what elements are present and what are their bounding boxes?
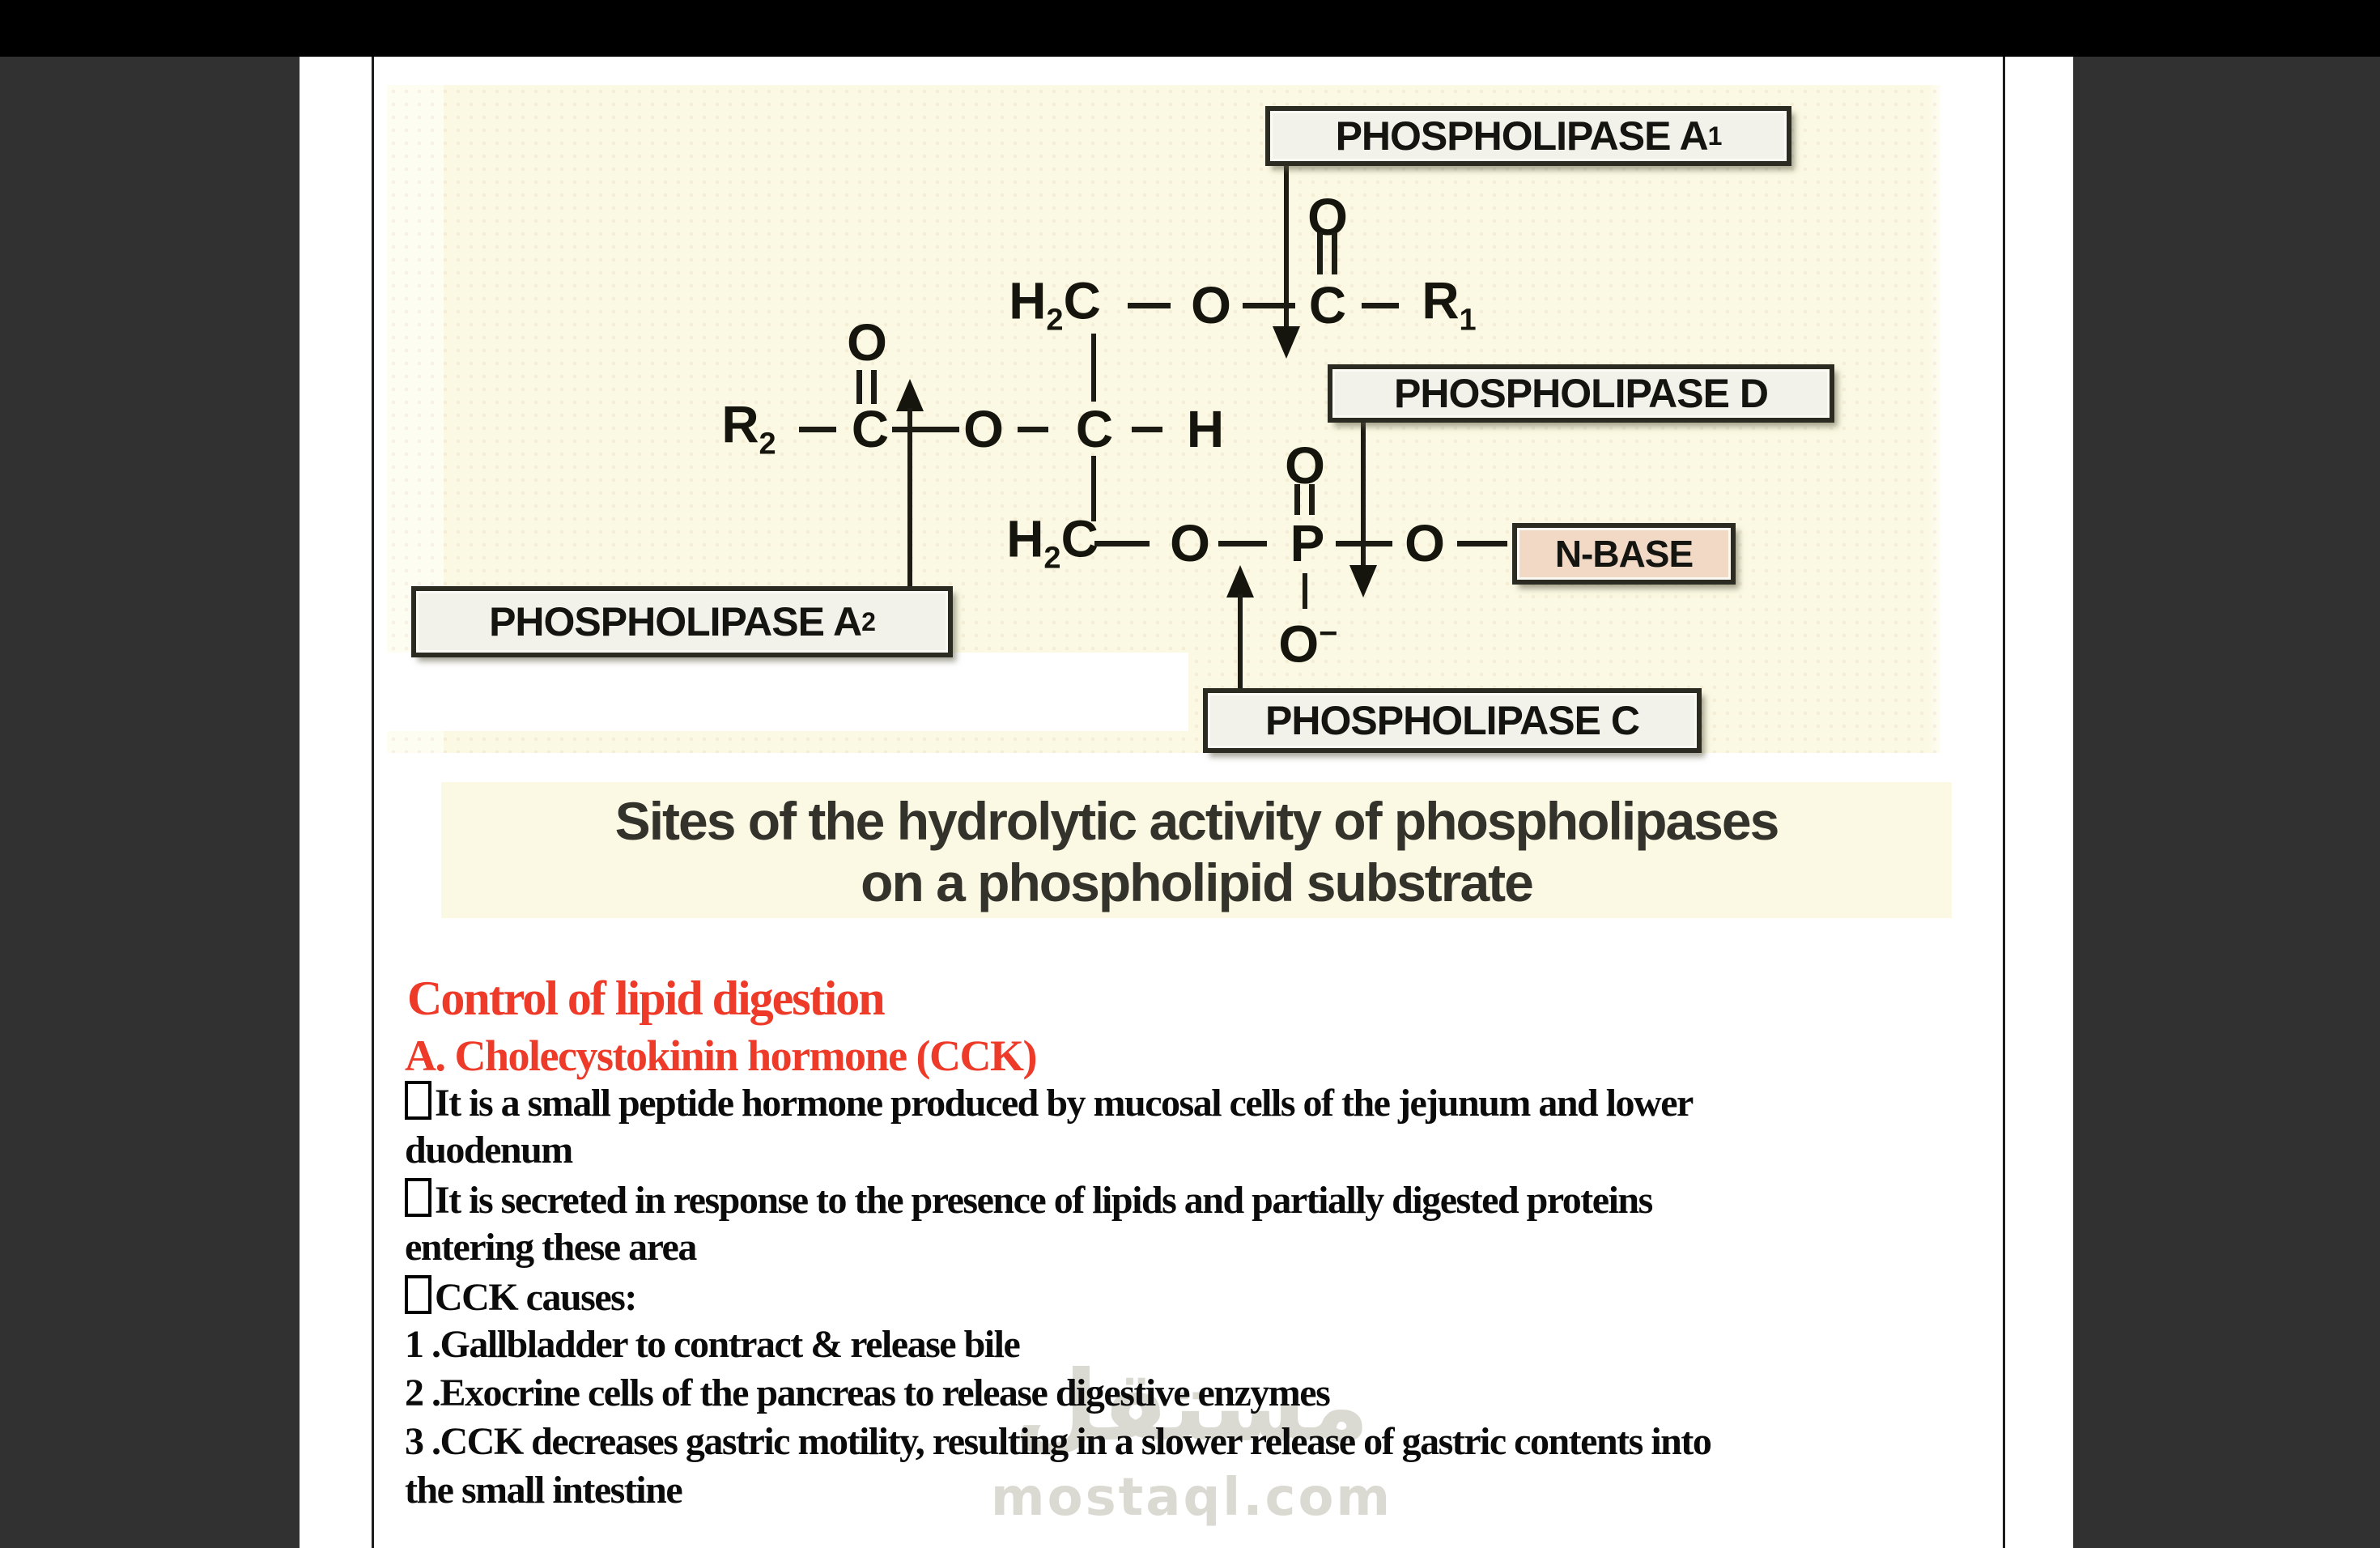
atom-p: P [1290,514,1325,572]
bond [1132,427,1162,432]
atom-o-sn2: O [963,400,1004,458]
atom-o-carbonyl-sn1: O [1307,188,1348,246]
bond [1128,303,1171,308]
arrowhead-down-icon [1273,326,1300,359]
double-bond [856,370,862,404]
page-border-rule-left [372,57,374,1548]
bullet-box-glyph [405,1178,431,1217]
bond [799,427,836,432]
figure-caption-background [441,782,1952,918]
text-line: 3 .CCK decreases gastric motility, resul… [405,1420,1712,1463]
atom-h-backbone: H [1186,400,1225,458]
text-line: It is secreted in response to the presen… [405,1178,1653,1222]
arrow-line-phospholipase-a1 [1284,166,1289,328]
double-bond [1309,484,1315,515]
bond [1094,541,1150,546]
text-line: entering these area [405,1226,697,1269]
text-line: the small intestine [405,1469,683,1512]
page-border-rule-right [2003,57,2005,1548]
bond [1303,573,1307,609]
text-line: It is a small peptide hormone produced b… [405,1081,1694,1125]
double-bond [1294,484,1300,515]
atom-o-sn1: O [1191,276,1231,334]
double-bond [1317,232,1323,274]
text-line: duodenum [405,1129,573,1172]
arrow-line-phospholipase-a2 [907,408,912,588]
arrowhead-up-icon [1226,565,1254,598]
figure-caption-line2: on a phospholipid substrate [861,853,1534,912]
bullet-box-glyph [405,1275,431,1314]
atom-h2c-sn3: H2C [1006,509,1099,576]
section-subheading: A. Cholecystokinin hormone (CCK) [405,1031,1038,1080]
bullet-box-glyph [405,1081,431,1120]
bond-backbone [1091,334,1096,402]
atom-h2c-sn1: H2C [1009,271,1101,338]
atom-r2: R2 [721,395,776,461]
watermark-domain: mostaql.com [990,1468,1393,1528]
arrowhead-up-icon [896,379,924,411]
arrow-line-phospholipase-c [1238,594,1243,690]
arrow-line-phospholipase-d [1361,423,1366,568]
text-line: 1 .Gallbladder to contract & release bil… [405,1323,1021,1366]
bond [1018,427,1048,432]
atom-o-minus: O− [1278,615,1338,674]
text-line: 2 .Exocrine cells of the pancreas to rel… [405,1372,1331,1414]
bond [1218,541,1267,546]
atom-c-sn2: C [851,400,890,458]
bond-backbone [1091,456,1096,521]
atom-o-phosphoryl: O [1285,436,1325,495]
atom-r1: R1 [1422,271,1477,338]
watermark-arabic-logo: مستقل [1014,1350,1370,1463]
bond [892,427,959,432]
figure-caption: Sites of the hydrolytic activity of phos… [441,790,1952,913]
atom-o-phosphoester-left: O [1170,514,1210,572]
atom-c-sn1: C [1308,276,1347,334]
double-bond [1332,232,1337,274]
bond [1362,303,1399,308]
figure-white-cutout [387,653,1188,731]
bond [1243,303,1295,308]
label-box-phospholipase-c: PHOSPHOLIPASE C [1203,688,1702,753]
label-box-n-base: N-BASE [1512,523,1736,585]
atom-c-backbone: C [1075,400,1114,458]
atom-o-carbonyl-sn2: O [847,313,887,372]
top-letterbox-bar [0,0,2380,57]
arrowhead-down-icon [1349,565,1377,598]
text-line: CCK causes: [405,1275,637,1319]
label-box-phospholipase-d: PHOSPHOLIPASE D [1328,364,1834,423]
section-heading: Control of lipid digestion [407,972,886,1025]
figure-caption-line1: Sites of the hydrolytic activity of phos… [614,791,1780,851]
atom-o-phosphoester-right: O [1405,514,1445,572]
bond [1457,541,1507,546]
double-bond [871,370,877,404]
